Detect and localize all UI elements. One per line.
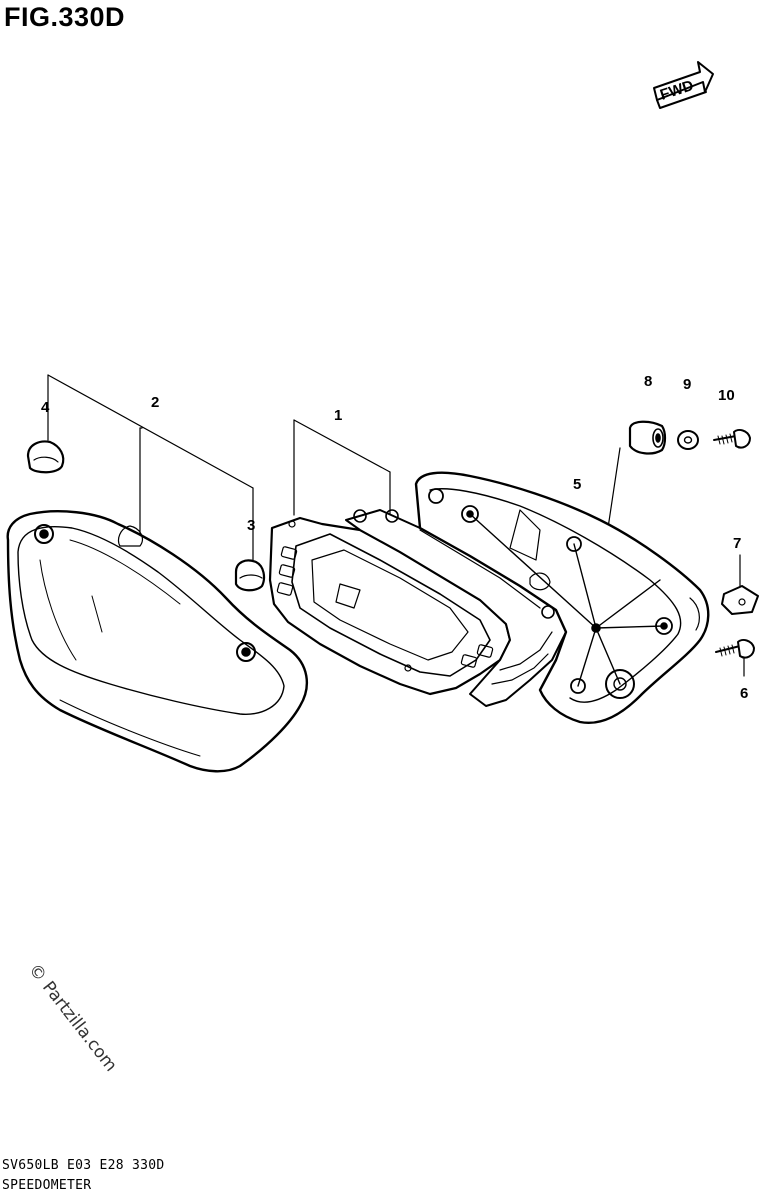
callout-10: 10: [718, 387, 735, 404]
fwd-label: FWD: [658, 77, 696, 104]
part-6-screw: [715, 639, 755, 659]
part-9-washer: [677, 430, 699, 450]
figure-title: FIG.330D: [4, 2, 126, 32]
callout-9: 9: [683, 376, 691, 393]
part-4-cap: [26, 440, 65, 474]
callout-3: 3: [247, 517, 255, 534]
part-7-clip-nut: [721, 585, 759, 615]
fwd-arrow-icon: FWD: [653, 61, 714, 109]
diagram-code: SV650LB E03 E28 330D: [2, 1158, 165, 1173]
callout-4: 4: [41, 399, 50, 416]
callout-1: 1: [334, 407, 342, 424]
callout-6: 6: [740, 685, 748, 702]
callout-7: 7: [733, 535, 741, 552]
part-2-meter-cover: [6, 510, 308, 773]
diagram-name: SPEEDOMETER: [2, 1178, 92, 1193]
part-8-grommet: [628, 420, 667, 455]
part-5-meter-case: [414, 471, 710, 725]
part-3-cap: [234, 559, 266, 592]
part-10-screw: [713, 429, 751, 449]
callout-5: 5: [573, 476, 581, 493]
callout-8: 8: [644, 373, 652, 390]
callout-2: 2: [151, 394, 159, 411]
